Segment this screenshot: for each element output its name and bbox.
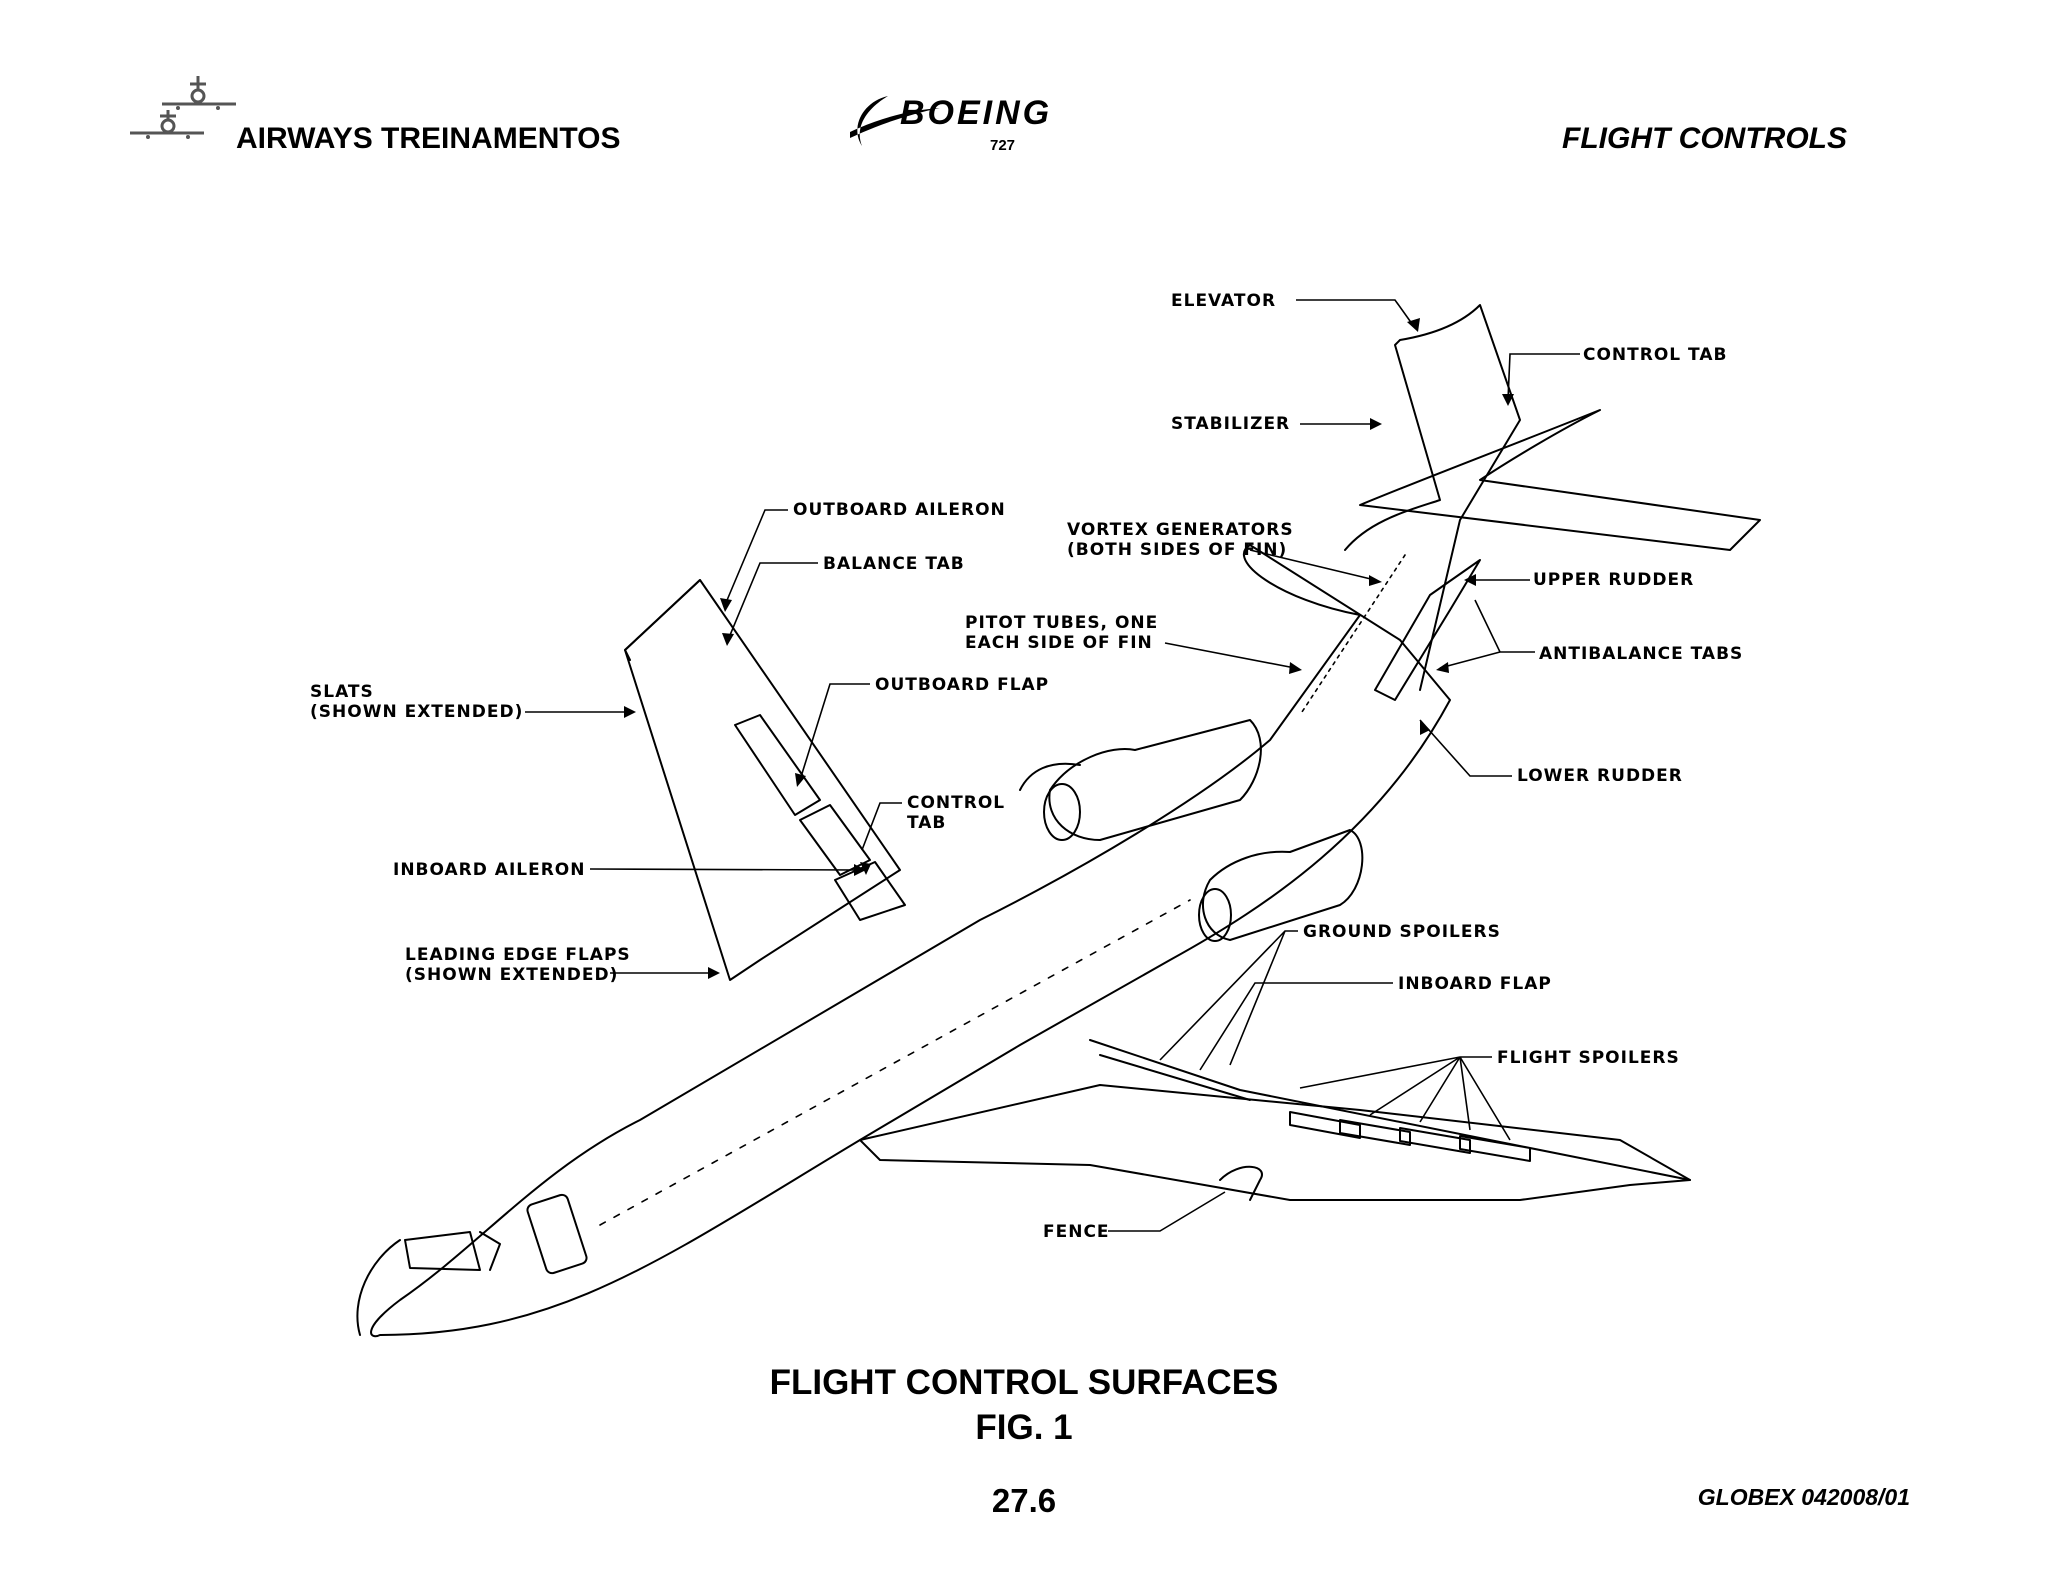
label-fence: FENCE xyxy=(1043,1222,1110,1242)
leader-arrowheads xyxy=(624,318,1514,979)
forward-door xyxy=(526,1193,588,1275)
label-vortex-generators-sub: (BOTH SIDES OF FIN) xyxy=(1067,540,1287,560)
label-flight-spoilers: FLIGHT SPOILERS xyxy=(1497,1048,1680,1068)
left-wing-flaps xyxy=(734,714,906,921)
label-lower-rudder: LOWER RUDDER xyxy=(1517,766,1683,786)
boeing-model: 727 xyxy=(990,137,1015,154)
engine-right-inlet xyxy=(1198,888,1232,942)
left-wing xyxy=(624,579,901,981)
rudder xyxy=(1374,559,1481,701)
right-wing xyxy=(859,1084,1691,1201)
nose-outline xyxy=(356,1239,401,1336)
engine-center xyxy=(1019,762,1081,791)
right-wing-spoilers xyxy=(1089,1039,1691,1181)
boeing-logo: BOEING 727 xyxy=(850,94,1052,154)
leader-lines xyxy=(525,299,1580,1232)
engine-left-inlet xyxy=(1043,783,1081,841)
figure-number: FIG. 1 xyxy=(975,1408,1073,1447)
label-outboard-aileron: OUTBOARD AILERON xyxy=(793,500,1006,520)
label-balance-tab: BALANCE TAB xyxy=(823,554,965,574)
horizontal-stabilizer xyxy=(1359,409,1761,551)
aircraft-illustration xyxy=(356,304,1761,1338)
label-stabilizer: STABILIZER xyxy=(1171,414,1290,434)
boeing-wordmark: BOEING xyxy=(900,94,1052,132)
vortex-generators xyxy=(1299,554,1406,716)
label-slats: SLATS xyxy=(310,682,374,702)
document-code: GLOBEX 042008/01 xyxy=(1697,1484,1910,1510)
cabin-window-row xyxy=(599,899,1191,1226)
label-inboard-flap: INBOARD FLAP xyxy=(1398,974,1552,994)
fence-shape xyxy=(1219,1165,1263,1201)
page-number: 27.6 xyxy=(991,1482,1057,1519)
label-pitot-tubes-sub: EACH SIDE OF FIN xyxy=(965,633,1153,653)
fuselage-outline xyxy=(370,544,1451,1338)
label-slats-sub: (SHOWN EXTENDED) xyxy=(310,702,523,722)
label-leading-edge-flaps: LEADING EDGE FLAPS xyxy=(405,945,631,965)
label-control-tab-wing-sub: TAB xyxy=(907,813,946,833)
label-control-tab-wing: CONTROL xyxy=(907,793,1005,813)
label-control-tab-tail: CONTROL TAB xyxy=(1583,345,1727,365)
engine-right xyxy=(1201,829,1364,941)
label-ground-spoilers: GROUND SPOILERS xyxy=(1303,922,1501,942)
section-title: FLIGHT CONTROLS xyxy=(1562,122,1847,155)
figure-caption: FLIGHT CONTROL SURFACES xyxy=(769,1363,1279,1402)
left-wing-slats xyxy=(624,579,701,661)
cockpit-windows xyxy=(404,1231,501,1271)
label-outboard-flap: OUTBOARD FLAP xyxy=(875,675,1049,695)
label-upper-rudder: UPPER RUDDER xyxy=(1533,570,1694,590)
label-pitot-tubes: PITOT TUBES, ONE xyxy=(965,613,1158,633)
vertical-fin xyxy=(1344,304,1521,691)
label-leading-edge-flaps-sub: (SHOWN EXTENDED) xyxy=(405,965,618,985)
label-vortex-generators: VORTEX GENERATORS xyxy=(1067,520,1294,540)
diagram-labels: ELEVATOR CONTROL TAB STABILIZER OUTBOARD… xyxy=(310,291,1743,1242)
airways-logo-icon xyxy=(130,76,236,139)
label-antibalance-tabs: ANTIBALANCE TABS xyxy=(1539,644,1743,664)
label-inboard-aileron: INBOARD AILERON xyxy=(393,860,585,880)
company-name: AIRWAYS TREINAMENTOS xyxy=(236,122,621,155)
label-elevator: ELEVATOR xyxy=(1171,291,1276,311)
engine-left xyxy=(1048,719,1262,841)
